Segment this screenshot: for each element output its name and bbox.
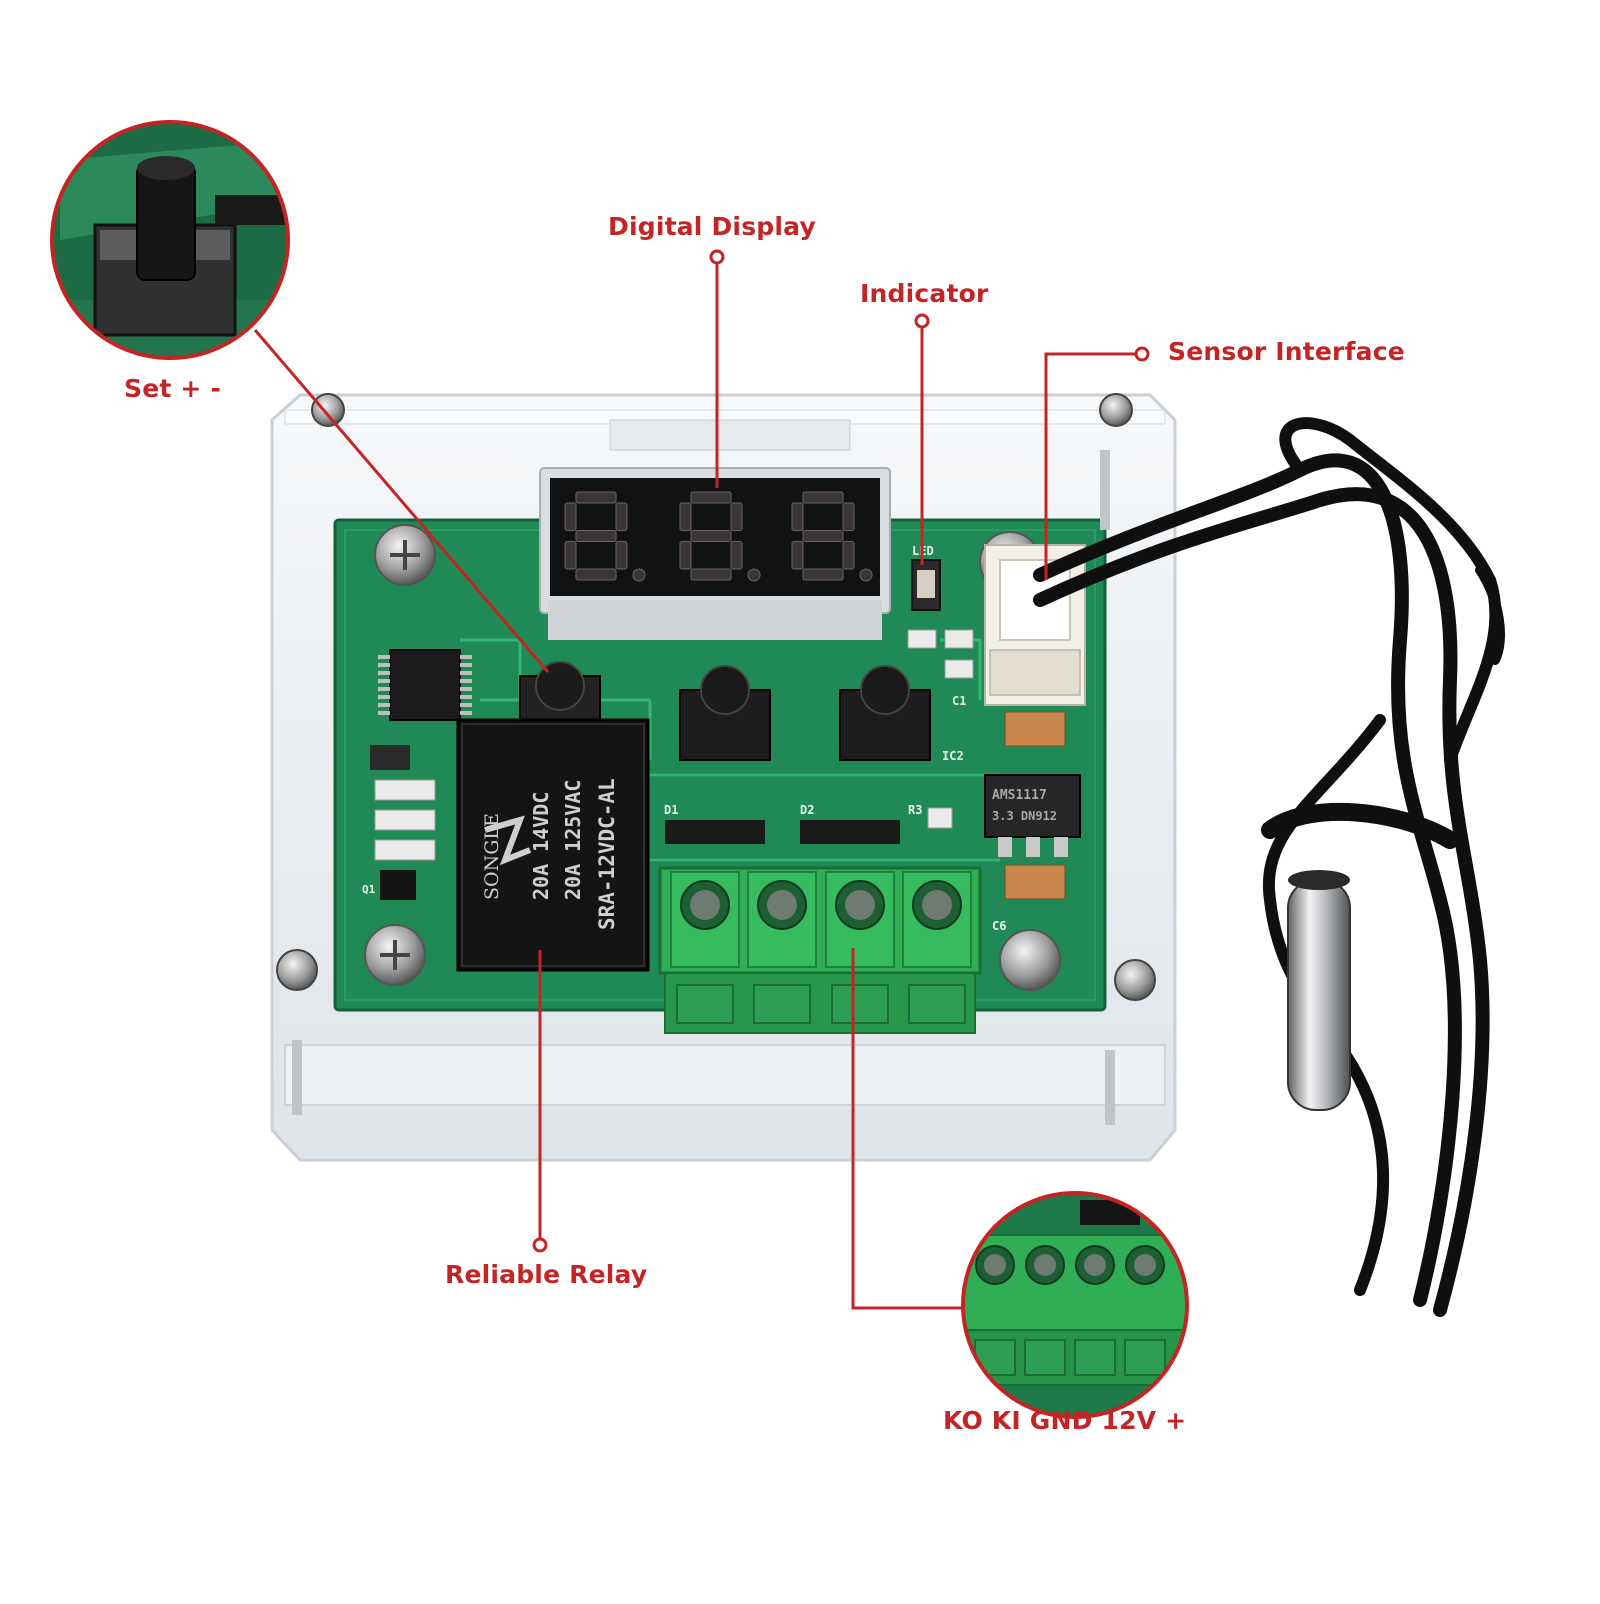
relay-line1: 20A 14VDC bbox=[529, 792, 553, 900]
display-segment bbox=[690, 530, 732, 542]
regulator-line2: 3.3 DN912 bbox=[992, 809, 1057, 823]
label-digital-display: Digital Display bbox=[608, 212, 816, 241]
terminal-block[interactable] bbox=[658, 866, 982, 1034]
plus-button[interactable] bbox=[679, 665, 771, 761]
d2-silkscreen: D2 bbox=[800, 803, 814, 817]
display-segment bbox=[679, 502, 692, 531]
label-reliable-relay: Reliable Relay bbox=[445, 1260, 648, 1289]
pcb-screw-bottom-right bbox=[999, 929, 1061, 991]
regulator-line1: AMS1117 bbox=[992, 788, 1047, 803]
zoom-inset-set-button bbox=[50, 120, 290, 360]
display-segment bbox=[802, 530, 844, 542]
voltage-regulator: AMS1117 3.3 DN912 bbox=[984, 774, 1081, 857]
display-segment bbox=[679, 541, 692, 570]
label-set-buttons: Set + - bbox=[124, 374, 222, 403]
display-segment bbox=[564, 502, 577, 531]
relay-model: SRA-12VDC-AL bbox=[595, 778, 619, 930]
ic2-silkscreen: IC2 bbox=[942, 749, 964, 763]
display-segment bbox=[690, 568, 732, 581]
relay-brand: SONGLE bbox=[481, 813, 503, 900]
label-indicator: Indicator bbox=[860, 279, 989, 308]
display-segment bbox=[730, 502, 743, 531]
q1-silkscreen: Q1 bbox=[362, 883, 376, 896]
sensor-connector[interactable] bbox=[984, 544, 1086, 706]
temperature-probe bbox=[1287, 870, 1351, 1111]
display-segment bbox=[575, 491, 617, 504]
display-segment bbox=[575, 568, 617, 581]
label-sensor-interface: Sensor Interface bbox=[1168, 337, 1405, 366]
display-segment bbox=[791, 502, 804, 531]
pcb-screw-bottom-left bbox=[364, 924, 426, 986]
indicator-led: LED bbox=[911, 544, 941, 611]
display-segment bbox=[802, 568, 844, 581]
display-segment bbox=[575, 530, 617, 542]
ic-chip bbox=[378, 649, 472, 721]
display-decimal-point bbox=[747, 568, 761, 582]
relay: SONGLE 20A 14VDC 20A 125VAC SRA-12VDC-AL bbox=[456, 718, 650, 972]
d1-silkscreen: D1 bbox=[664, 803, 678, 817]
sensor-cable bbox=[1033, 417, 1502, 1317]
display-segment bbox=[690, 491, 732, 504]
display-segment bbox=[791, 541, 804, 570]
set-button[interactable] bbox=[519, 661, 601, 727]
display-decimal-point bbox=[632, 568, 646, 582]
relay-line2: 20A 125VAC bbox=[561, 780, 585, 900]
minus-button[interactable] bbox=[839, 665, 931, 761]
display-segment bbox=[564, 541, 577, 570]
c1-silkscreen: C1 bbox=[952, 694, 966, 708]
display-segment bbox=[842, 541, 855, 570]
label-terminals: KO KI GND 12V + bbox=[943, 1406, 1187, 1435]
smd-components: Q1 C1 IC2 C6 bbox=[362, 629, 1066, 933]
display-segment bbox=[730, 541, 743, 570]
c6-silkscreen: C6 bbox=[992, 919, 1006, 933]
display-digits bbox=[564, 491, 873, 582]
callout-lines bbox=[253, 249, 1150, 1310]
zoom-inset-terminals bbox=[961, 1191, 1189, 1419]
probe-cable-end bbox=[1475, 565, 1505, 665]
r3-silkscreen: R3 bbox=[908, 803, 922, 817]
display-decimal-point bbox=[859, 568, 873, 582]
display-segment bbox=[842, 502, 855, 531]
display-segment bbox=[615, 502, 628, 531]
pcb-screw-top-left bbox=[374, 524, 436, 586]
display-segment bbox=[802, 491, 844, 504]
case-screws bbox=[276, 393, 1156, 1125]
display-segment bbox=[615, 541, 628, 570]
diode-row: D1 D2 R3 bbox=[664, 803, 922, 844]
